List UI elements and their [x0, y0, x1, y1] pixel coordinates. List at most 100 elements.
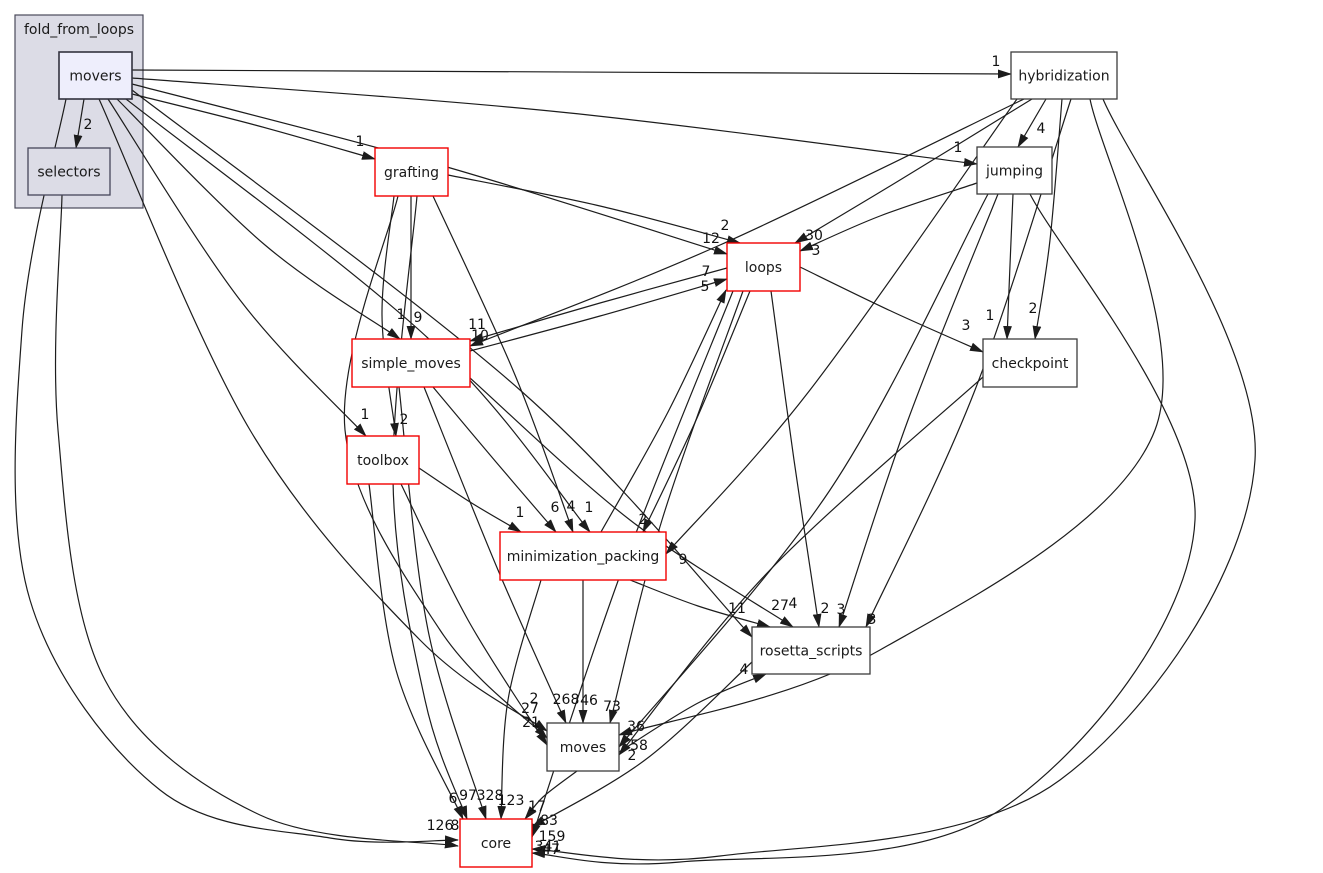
node-moves[interactable]: moves: [546, 722, 620, 772]
edge-line: [497, 579, 542, 820]
edge-line: [131, 77, 978, 167]
edge-jumping-loops: 3: [799, 182, 978, 259]
edge-minimization_packing-core: 123: [497, 579, 542, 820]
node-movers[interactable]: movers: [58, 51, 133, 100]
edge-count-label: 3: [837, 602, 846, 618]
node-selectors[interactable]: selectors: [27, 147, 111, 196]
node-minimization_packing[interactable]: minimization_packing: [499, 531, 667, 581]
edge-simple_moves-minimization_packing: 6: [432, 386, 560, 533]
edge-count-label: 2: [400, 412, 409, 428]
edge-count-label: 2: [530, 691, 539, 707]
edge-count-label: 47: [542, 842, 560, 858]
edge-line: [1017, 98, 1047, 148]
edge-count-label: 5: [701, 279, 710, 295]
edge-line: [98, 98, 548, 732]
node-core[interactable]: core: [459, 818, 533, 868]
edge-toolbox-core: 6: [368, 483, 464, 820]
node-hybridization[interactable]: hybridization: [1010, 51, 1118, 100]
edge-jumping-core: 47: [531, 193, 1196, 865]
edge-loops-rosetta_scripts: 2: [770, 290, 829, 628]
edge-line: [799, 182, 978, 252]
node-grafting[interactable]: grafting: [374, 147, 449, 197]
edge-movers-core: 126: [14, 98, 459, 845]
edge-line: [794, 98, 1033, 244]
edge-loops-simple_moves: 11: [468, 267, 728, 342]
edge-line: [73, 98, 85, 149]
edge-count-label: 12: [702, 231, 720, 247]
node-label-rosetta_scripts: rosetta_scripts: [760, 644, 863, 660]
cluster-label: fold_from_loops: [24, 22, 134, 38]
edge-count-label: 1: [992, 54, 1001, 70]
edge-count-label: 4: [740, 662, 749, 678]
edge-count-label: 328: [477, 788, 504, 804]
node-label-checkpoint: checkpoint: [992, 356, 1069, 372]
edge-count-label: 73: [603, 699, 621, 715]
edge-line: [432, 386, 557, 533]
edge-line: [469, 267, 728, 342]
edge-moves-core: 17: [524, 770, 578, 820]
edge-count-label: 83: [540, 813, 558, 829]
edge-count-label: 27: [771, 598, 789, 614]
edge-count-label: 1: [516, 505, 525, 521]
edge-line: [600, 289, 727, 533]
edge-hybridization-checkpoint: 2: [1029, 98, 1063, 340]
edge-line: [54, 194, 459, 849]
edge-count-label: 2: [721, 218, 730, 234]
edge-line: [107, 98, 367, 437]
node-loops[interactable]: loops: [726, 242, 801, 292]
edge-count-label: 2: [639, 512, 648, 528]
node-simple_moves[interactable]: simple_moves: [351, 338, 471, 388]
edge-loops-moves: 73: [603, 290, 744, 724]
node-label-loops: loops: [745, 260, 782, 276]
edge-line: [131, 89, 753, 638]
edge-count-label: 126: [427, 818, 454, 834]
node-toolbox[interactable]: toolbox: [346, 435, 420, 485]
edge-loops-minimization_packing: 2: [639, 290, 751, 533]
edge-line: [14, 98, 459, 845]
edge-movers-grafting: 1: [131, 93, 376, 160]
edge-count-label: 7: [702, 264, 711, 280]
edge-grafting-simple_moves: 9: [406, 196, 422, 340]
node-checkpoint[interactable]: checkpoint: [982, 338, 1078, 388]
edge-movers-toolbox: 1: [107, 98, 369, 437]
edge-count-label: 6: [551, 500, 560, 516]
edge-loops-checkpoint: 3: [799, 266, 984, 353]
edge-selectors-core: 8: [54, 194, 459, 849]
edge-count-label: 17: [528, 799, 546, 815]
edge-hybridization-minimization_packing: 9: [665, 98, 1018, 568]
edge-checkpoint-moves: 2: [618, 376, 984, 764]
edge-count-label: 11: [468, 317, 486, 333]
edge-line: [608, 290, 744, 724]
edge-minimization_packing-loops: 5: [600, 279, 727, 533]
edge-simple_moves-rosetta_scripts: 4: [469, 377, 798, 628]
edge-line: [665, 98, 1018, 555]
edge-count-label: 1: [585, 500, 594, 516]
edge-jumping-checkpoint: 1: [986, 193, 1014, 340]
edge-count-label: 4: [789, 596, 798, 612]
edge-count-label: 1: [986, 308, 995, 324]
edge-line: [1032, 98, 1063, 340]
edge-line: [642, 290, 751, 533]
edge-count-label: 159: [539, 829, 566, 845]
edge-line: [469, 278, 728, 352]
edge-movers-jumping: 1: [131, 77, 978, 167]
edge-line: [447, 174, 741, 244]
edge-line: [838, 193, 999, 628]
edge-hybridization-moves: 36: [618, 98, 1164, 736]
edge-count-label: 3: [868, 612, 877, 628]
edge-grafting-toolbox: 2: [381, 195, 409, 437]
node-jumping[interactable]: jumping: [976, 146, 1053, 195]
edge-movers-hybridization: 1: [131, 54, 1012, 79]
node-rosetta_scripts[interactable]: rosetta_scripts: [751, 626, 871, 675]
edge-hybridization-loops: 30: [794, 98, 1033, 244]
edge-minimization_packing-moves: 46: [578, 580, 598, 724]
edge-line: [418, 467, 522, 533]
edge-count-label: 97: [459, 788, 477, 804]
edge-grafting-core: 97: [392, 195, 477, 820]
node-label-minimization_packing: minimization_packing: [507, 549, 659, 565]
edge-line: [131, 93, 376, 160]
edge-line: [368, 483, 464, 820]
edge-line: [618, 98, 1164, 736]
